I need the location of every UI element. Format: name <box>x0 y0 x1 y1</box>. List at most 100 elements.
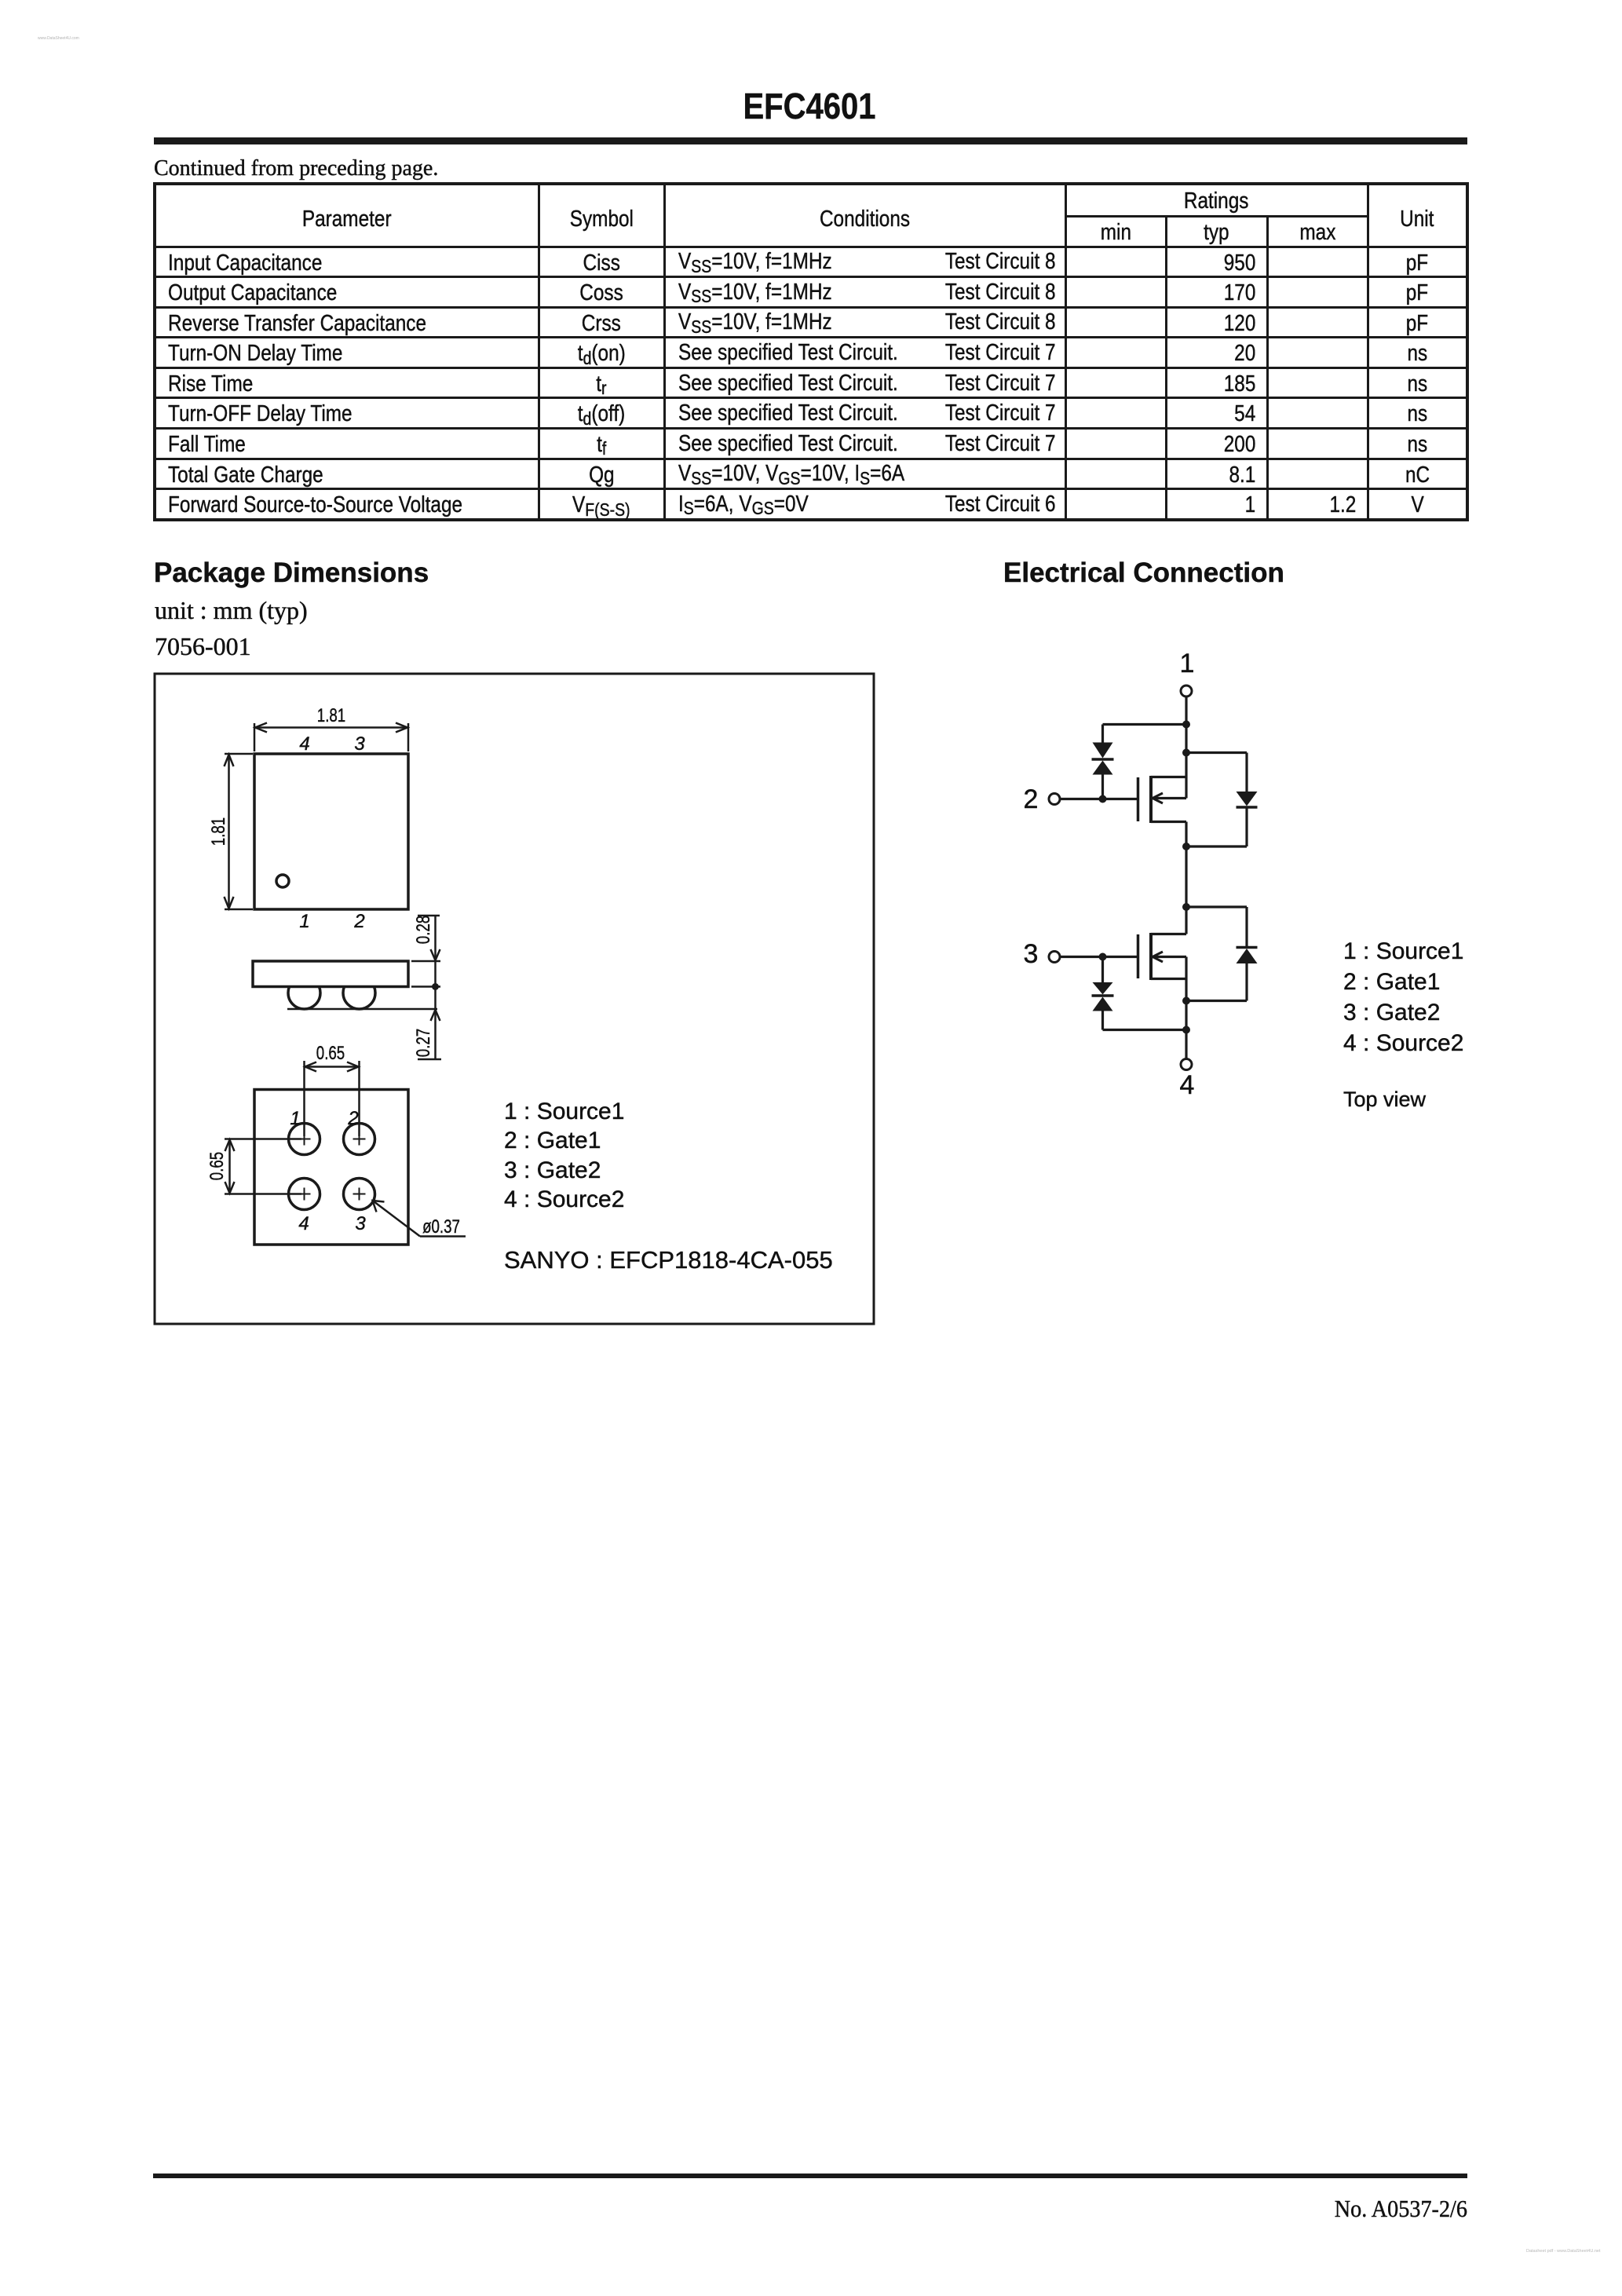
terminal-4 <box>1179 1058 1193 1071</box>
bottom-view-outline <box>253 1088 410 1246</box>
cell-parameter: Turn-ON Delay Time <box>153 336 540 369</box>
cell-min <box>1064 276 1167 309</box>
cell-unit: ns <box>1366 366 1469 400</box>
col-header-ratings: Ratings <box>1064 182 1369 218</box>
electrical-connection-heading: Electrical Connection <box>1003 558 1284 588</box>
page-title: EFC4601 <box>743 86 876 126</box>
cell-min <box>1064 366 1167 400</box>
package-pin-item: 2 : Gate1 <box>504 1128 601 1154</box>
col-header-max: max <box>1266 214 1369 248</box>
cell-unit: nC <box>1366 457 1469 491</box>
bottom-view-pin-4: 4 <box>298 1213 309 1234</box>
cell-typ: 200 <box>1164 427 1269 460</box>
body-diode-1 <box>1186 751 1258 848</box>
dim-pitch-x <box>302 1061 361 1136</box>
cell-typ: 170 <box>1164 276 1269 309</box>
cell-max <box>1266 366 1369 400</box>
cell-unit: pF <box>1366 305 1469 339</box>
terminal-3-label: 3 <box>1023 939 1039 969</box>
cell-unit: V <box>1366 488 1469 521</box>
mosfet-q2 <box>1136 932 1188 1001</box>
cell-conditions: See specified Test Circuit.Test Circuit … <box>663 336 1067 369</box>
zener-gate2 <box>1091 956 1186 1032</box>
mosfet-q1 <box>1136 752 1188 846</box>
col-header-parameter: Parameter <box>153 182 540 248</box>
cell-max <box>1266 457 1369 491</box>
cell-typ: 120 <box>1164 305 1269 339</box>
cell-min <box>1064 245 1167 279</box>
side-view-body <box>251 960 410 989</box>
cell-symbol: td(off) <box>537 397 666 430</box>
terminal-1-label: 1 <box>1179 649 1195 678</box>
terminal-2 <box>1047 792 1061 806</box>
cell-symbol: tf <box>537 427 666 460</box>
package-unit-note: unit : mm (typ) <box>155 596 308 624</box>
cell-max <box>1266 336 1369 369</box>
top-view-pin-2: 2 <box>354 911 365 932</box>
cell-typ: 950 <box>1164 245 1269 279</box>
cell-conditions: See specified Test Circuit.Test Circuit … <box>663 397 1067 430</box>
package-pin-item: 1 : Source1 <box>504 1099 625 1124</box>
cell-min <box>1064 427 1167 460</box>
cell-symbol: Ciss <box>537 245 666 279</box>
cell-parameter: Rise Time <box>153 366 540 400</box>
dim-height <box>223 751 253 912</box>
package-drawing-frame <box>153 672 875 1325</box>
cell-symbol: Crss <box>537 305 666 339</box>
bottom-view-pin-3: 3 <box>355 1213 366 1234</box>
cell-typ: 54 <box>1164 397 1269 430</box>
cell-unit: ns <box>1366 427 1469 460</box>
cell-unit: ns <box>1366 397 1469 430</box>
terminal-4-label: 4 <box>1179 1070 1195 1100</box>
package-code: 7056-001 <box>155 632 251 660</box>
terminal-3 <box>1047 950 1061 963</box>
cell-max <box>1266 276 1369 309</box>
terminal-2-label: 2 <box>1023 784 1039 814</box>
pin1-indicator <box>275 873 290 889</box>
top-view-pin-3: 3 <box>354 733 365 755</box>
cell-unit: pF <box>1366 245 1469 279</box>
watermark-bottom-right: Datasheet pdf - www.DataSheet4U.net <box>1526 2249 1601 2254</box>
cell-min <box>1064 397 1167 430</box>
dim-thickness <box>411 914 441 1061</box>
top-view-note: Top view <box>1343 1088 1427 1111</box>
pads <box>287 1121 377 1212</box>
col-header-typ: typ <box>1164 214 1269 248</box>
cell-typ: 8.1 <box>1164 457 1269 491</box>
cell-typ: 185 <box>1164 366 1269 400</box>
cell-max <box>1266 305 1369 339</box>
cell-symbol: VF(S-S) <box>537 488 666 521</box>
zener-gate1 <box>1091 742 1114 775</box>
package-dimensions-heading: Package Dimensions <box>154 558 429 588</box>
pad-3 <box>342 1176 377 1212</box>
cell-conditions: See specified Test Circuit.Test Circuit … <box>663 427 1067 460</box>
top-view-outline <box>253 752 410 911</box>
cell-max: 1.2 <box>1266 488 1369 521</box>
cell-typ: 1 <box>1164 488 1269 521</box>
col-header-conditions: Conditions <box>663 182 1067 248</box>
dim-width-label: 1.81 <box>316 705 346 726</box>
dim-pitch-y <box>224 1137 301 1196</box>
cell-parameter: Forward Source-to-Source Voltage <box>153 488 540 521</box>
cell-max <box>1266 397 1369 430</box>
spec-table: Parameter Symbol Conditions Ratings Unit… <box>153 182 1469 521</box>
cell-parameter: Input Capacitance <box>153 245 540 279</box>
cell-parameter: Turn-OFF Delay Time <box>153 397 540 430</box>
cell-parameter: Total Gate Charge <box>153 457 540 491</box>
cell-min <box>1064 457 1167 491</box>
cell-max <box>1266 427 1369 460</box>
cell-max <box>1266 245 1369 279</box>
cell-min <box>1064 488 1167 521</box>
top-view-pin-4: 4 <box>299 733 310 755</box>
